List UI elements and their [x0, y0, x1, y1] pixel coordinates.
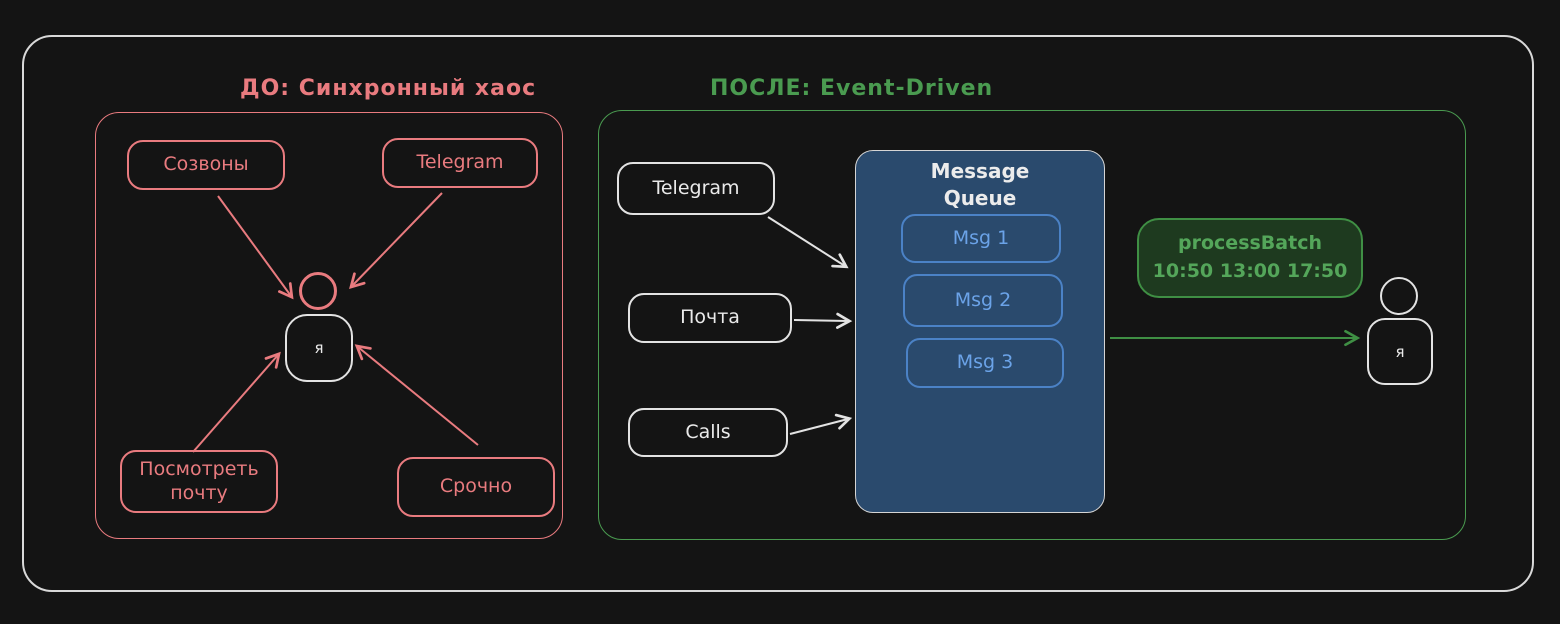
- person-after-head-icon: [1380, 277, 1418, 315]
- person-after-label: я: [1395, 342, 1405, 361]
- node-urgent: Срочно: [397, 457, 555, 517]
- message-queue-title: Message Queue: [930, 159, 1030, 210]
- person-before-label: я: [314, 339, 324, 357]
- node-urgent-label: Срочно: [439, 475, 513, 498]
- queue-msg-1-label: Msg 1: [952, 226, 1010, 249]
- node-telegram-before: Telegram: [382, 138, 538, 188]
- process-batch-schedule: 10:50 13:00 17:50: [1152, 260, 1348, 282]
- process-batch-name: processBatch: [1178, 232, 1322, 255]
- node-check-mail: Посмотреть почту: [120, 450, 278, 513]
- queue-msg-3-label: Msg 3: [956, 351, 1014, 374]
- queue-msg-2: Msg 2: [903, 274, 1063, 327]
- queue-msg-2-label: Msg 2: [954, 288, 1012, 311]
- node-sozvony: Созвоны: [127, 140, 285, 190]
- process-batch-box: processBatch 10:50 13:00 17:50: [1137, 218, 1363, 298]
- message-queue: Message Queue Msg 1 Msg 2 Msg 3: [855, 150, 1105, 513]
- queue-msg-3: Msg 3: [906, 338, 1064, 388]
- queue-msg-1: Msg 1: [901, 214, 1061, 263]
- node-telegram-before-label: Telegram: [416, 151, 504, 174]
- before-panel: [95, 112, 563, 539]
- node-sozvony-label: Созвоны: [163, 153, 249, 176]
- outer-frame: [22, 35, 1534, 592]
- node-check-mail-label: Посмотреть почту: [139, 457, 259, 504]
- person-before-body: я: [285, 314, 353, 382]
- before-panel-title: ДО: Синхронный хаос: [240, 76, 537, 101]
- node-calls-label: Calls: [685, 420, 731, 443]
- node-calls: Calls: [628, 408, 788, 457]
- after-panel-title: ПОСЛЕ: Event-Driven: [710, 76, 994, 101]
- node-telegram-after-label: Telegram: [652, 176, 740, 199]
- node-pochta-label: Почта: [680, 306, 740, 329]
- person-after-body: я: [1367, 318, 1433, 385]
- after-panel: [598, 110, 1466, 540]
- node-pochta: Почта: [628, 293, 792, 343]
- node-telegram-after: Telegram: [617, 162, 775, 215]
- person-before-head-icon: [299, 272, 337, 310]
